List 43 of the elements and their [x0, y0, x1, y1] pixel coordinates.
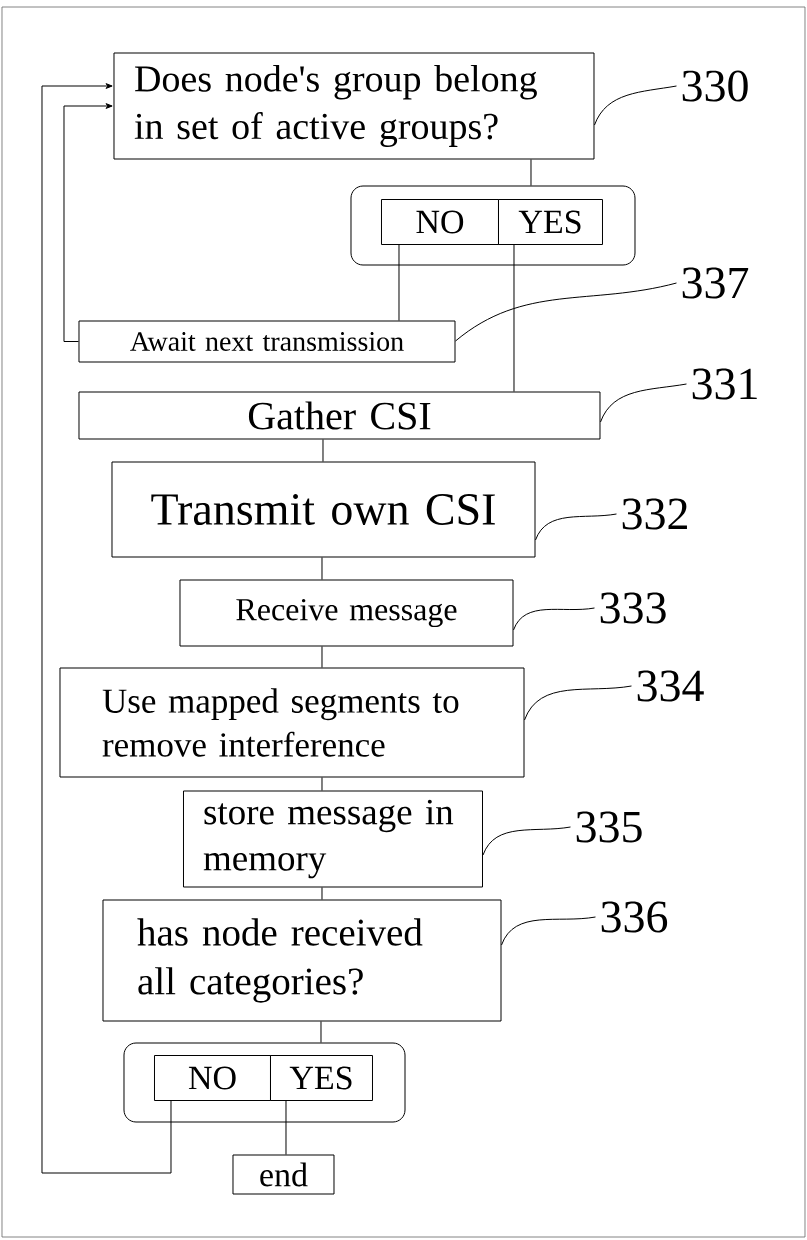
leader-line	[535, 513, 617, 541]
process-box: Await next transmission	[78, 320, 456, 363]
decision-box: Does node's group belong in set of active groups?	[113, 52, 595, 160]
connector-line	[322, 439, 324, 462]
reference-number: 335	[576, 811, 642, 843]
connector-line	[285, 1100, 287, 1155]
reference-number: 336	[601, 901, 668, 933]
option-cell: NO	[381, 199, 499, 245]
arrow	[41, 83, 172, 1174]
reference-number: 332	[622, 498, 687, 530]
reference-number: 334	[637, 670, 704, 702]
leader-line	[482, 826, 571, 856]
process-box: Transmit own CSI	[111, 461, 536, 558]
leader-line	[594, 85, 677, 126]
leader-line	[501, 916, 596, 946]
option-cell: YES	[498, 199, 603, 245]
reference-number: 331	[692, 368, 757, 400]
leader-line	[524, 685, 632, 721]
reference-number: 337	[682, 267, 749, 299]
leader-line	[513, 607, 595, 631]
connector-line	[321, 557, 323, 580]
decision-panel	[350, 185, 636, 266]
connector-line	[530, 159, 532, 186]
leader-line	[455, 282, 677, 342]
connector-line	[320, 1021, 322, 1043]
leader-line	[600, 383, 687, 423]
end-box: end	[232, 1154, 335, 1195]
process-box: store message in memory	[183, 790, 483, 888]
process-box: Use mapped segments to remove interference	[59, 667, 525, 778]
process-box: Gather CSI	[78, 391, 601, 440]
arrow	[63, 103, 113, 342]
connector-line	[398, 244, 400, 321]
connector-line	[513, 244, 515, 392]
process-box: Receive message	[179, 579, 514, 647]
decision-panel	[123, 1042, 406, 1123]
decision-box: has node received all categories?	[102, 899, 502, 1022]
connector-line	[321, 646, 323, 668]
option-cell: NO	[154, 1055, 271, 1101]
connector-line	[321, 777, 323, 791]
reference-number: 333	[600, 592, 666, 624]
connector-line	[321, 887, 323, 900]
reference-number: 330	[682, 70, 748, 102]
option-cell: YES	[270, 1055, 373, 1101]
